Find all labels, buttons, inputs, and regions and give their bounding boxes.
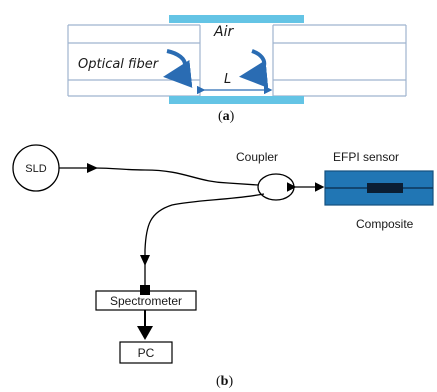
- coupler-label: Coupler: [236, 150, 278, 164]
- spectrometer-label: Spectrometer: [110, 294, 182, 308]
- capillary-tube-top: [169, 15, 304, 23]
- panel-b-caption: (b): [216, 374, 233, 389]
- curved-arrow-icon: [239, 49, 269, 89]
- efpi-sensor-label: EFPI sensor: [333, 150, 399, 164]
- air-label: Air: [213, 24, 234, 40]
- fiber-path-sld-coupler: [59, 167, 259, 186]
- optical-fiber-right: [272, 24, 407, 97]
- direction-arrow-icon: [140, 255, 150, 266]
- panel-a-caption: (a): [218, 109, 235, 124]
- direction-arrow-icon: [137, 326, 153, 340]
- cavity-length-label: L: [224, 72, 231, 87]
- capillary-tube-bottom: [169, 96, 304, 104]
- sld-label: SLD: [25, 163, 46, 175]
- panel-b: SLD Coupler EFPI sensor Composite Spectr…: [12, 144, 434, 389]
- curved-arrow-icon: [163, 49, 193, 88]
- optical-fiber-label: Optical fiber: [78, 57, 160, 72]
- composite-label: Composite: [356, 217, 414, 231]
- panel-a: Air Optical fiber L (a): [67, 15, 407, 124]
- coupler: [257, 173, 295, 201]
- pc-label: PC: [138, 346, 155, 360]
- direction-arrow-icon: [87, 163, 98, 173]
- pc-box: [119, 341, 173, 364]
- sensor-element-icon: [367, 183, 403, 193]
- fiber-path-coupler-spectrometer: [144, 193, 265, 285]
- spectrometer-port-icon: [140, 285, 150, 295]
